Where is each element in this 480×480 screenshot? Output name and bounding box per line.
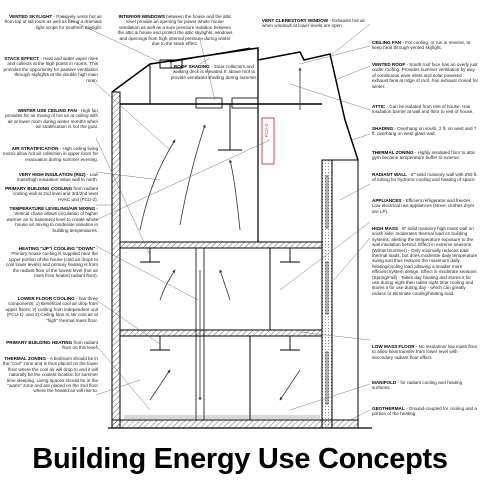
note-geothermal: GEOTHERMAL - Ground-coupled for cooling … [372, 406, 477, 417]
note-very-high-insulation: VERY HIGH INSULATION (R52) - Low mass/hi… [16, 172, 98, 183]
note-vent-clerestory: VENT CLERESTORY WINDOW - Exhausts hot ai… [262, 18, 366, 29]
fcu-2-unit [261, 117, 275, 165]
ceiling-fan-lower [150, 336, 300, 351]
note-attic: ATTIC - Can be isolated from rest of hou… [372, 104, 474, 115]
note-thermal-zoning-left: THERMAL ZONING - A bedroom should be in … [2, 356, 98, 394]
note-ceiling-fan: CEILING FAN - For cooling, or run in rev… [372, 40, 471, 51]
ceiling-fan-upper [218, 104, 242, 151]
note-vented-roof: VENTED ROOF - South roof face has an ove… [372, 62, 478, 89]
page-title: Building Energy Use Concepts [32, 442, 448, 475]
note-roof-shading: ROOF SHADING - Solar collectors and walk… [170, 64, 258, 80]
note-winter-ceiling-fan: WINTER USE CEILING FAN - High fan provid… [5, 108, 98, 130]
note-thermal-zoning-right: THERMAL ZONING - Highly insulated floor … [372, 150, 476, 161]
vertical-chase [195, 247, 205, 421]
note-lower-floor-cooling: LOWER FLOOR COOLING - has three componen… [5, 296, 98, 323]
note-stack-effect: STACK EFFECT - Heat and water vapor rise… [3, 56, 98, 83]
radiant-floor [124, 415, 320, 419]
note-high-mass: HIGH MASS - 8" solid masonry high mass w… [372, 226, 478, 296]
building-section-drawing [61, 15, 372, 429]
note-vented-skylight: VENTED SKYLIGHT - Passively vents hot ai… [4, 14, 102, 30]
basement-slab [111, 419, 359, 429]
north-wall [111, 91, 121, 429]
leader-lines [61, 15, 371, 421]
note-appliances: APPLIANCES - Efficient refrigerator and … [372, 198, 475, 214]
note-interior-windows: INTERIOR WINDOWS between the house and t… [117, 14, 233, 47]
note-primary-building-heating: PRIMARY BUILDING HEATING from radiant fl… [6, 340, 98, 351]
note-temperature-leveling: TEMPERATURE LEVELING/AIR MIXING - Vertic… [6, 206, 98, 233]
note-heating-up-cooling-down: HEATING "UP"/ COOLING "DOWN" - Primary h… [5, 246, 98, 279]
note-primary-building-cooling: PRIMARY BUILDING COOLING from radiant co… [5, 186, 98, 202]
first-floor-slab [119, 329, 323, 337]
note-manifold: MANIFOLD - for radiant cooling and heati… [372, 380, 463, 391]
ceiling-fan-mid [140, 248, 300, 263]
note-low-mass-floor: LOW MASS FLOOR - No insulation/ low mass… [372, 344, 478, 360]
note-radiant-wall: RADIANT WALL - 8" solid masonry wall wit… [372, 172, 478, 183]
fcu-2-label: FCU-2 [264, 124, 269, 138]
second-floor-slab [119, 241, 323, 249]
roof-outline [111, 47, 359, 161]
airflow-arrows [139, 67, 302, 401]
note-shading: SHADING - Overhang on south, 2 ft. on we… [372, 126, 477, 137]
note-air-stratification: AIR STRATIFICATION - High ceiling living… [2, 146, 98, 162]
